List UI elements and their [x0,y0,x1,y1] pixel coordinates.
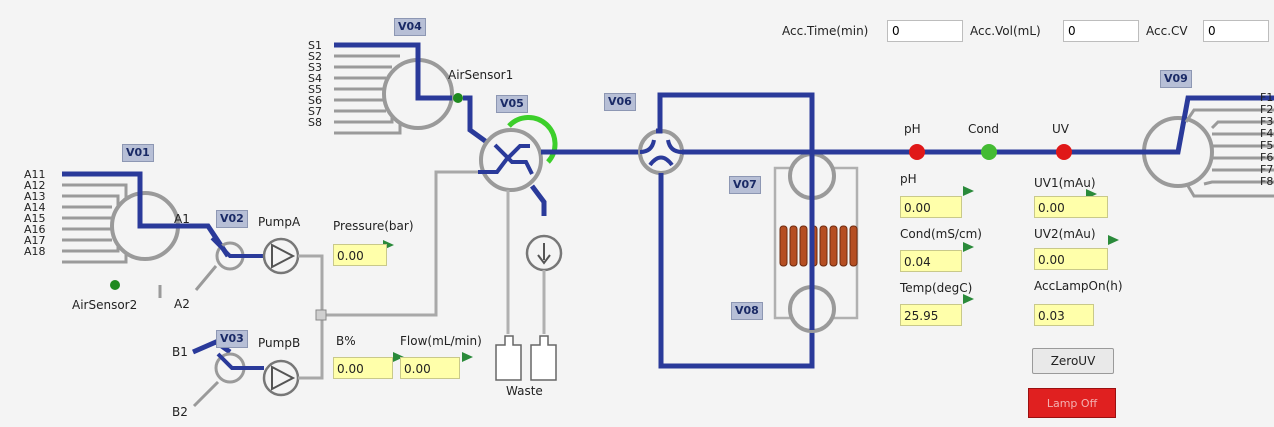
port-b1: B1 [172,345,188,359]
uv2-value: 0.00 [1034,248,1108,270]
acc-cv-label: Acc.CV [1146,24,1188,38]
valve-tag-v01[interactable]: V01 [122,144,154,162]
valve-v02[interactable] [178,223,264,291]
air-sensor-2-label: AirSensor2 [72,298,138,312]
zero-uv-button[interactable]: ZeroUV [1032,348,1114,374]
pump-a-label: PumpA [258,215,301,229]
ph-monitor-label: pH [904,122,921,136]
outlet-f2[interactable]: F2 [1260,103,1274,116]
port-a1: A1 [174,212,190,226]
column-bypass-v07-v08[interactable] [773,140,859,333]
b-percent-value: 0.00 [333,357,393,379]
acc-vol-label: Acc.Vol(mL) [970,24,1041,38]
port-a2: A2 [174,297,190,311]
waste-pump[interactable] [525,234,563,334]
sample-valve-v04[interactable] [334,42,454,135]
inlet-s7[interactable]: S7 [308,105,322,118]
valve-tag-v05[interactable]: V05 [496,95,528,113]
outlet-f3[interactable]: F3 [1260,115,1274,128]
uv2-label: UV2(mAu) [1034,227,1096,241]
uv1-value: 0.00 [1034,196,1108,218]
temp-reading-value: 25.95 [900,304,962,326]
uv-monitor-label: UV [1052,122,1069,136]
inlet-a17[interactable]: A17 [24,234,46,247]
uv-indicator [1056,144,1072,160]
air-sensor-2-indicator [110,280,120,290]
valve-tag-v08[interactable]: V08 [731,302,763,320]
flow-label: Flow(mL/min) [400,334,482,348]
cond-monitor-label: Cond [968,122,999,136]
ph-indicator [909,144,925,160]
cond-reading-value: 0.04 [900,250,962,272]
pump-a[interactable] [262,237,300,275]
inlet-s5[interactable]: S5 [308,83,322,96]
flow-value[interactable]: 0.00 [400,357,460,379]
ph-reading-value: 0.00 [900,196,962,218]
lamp-off-button[interactable]: Lamp Off [1028,388,1116,418]
inlet-s4[interactable]: S4 [308,72,322,85]
acc-vol-field[interactable] [1063,20,1139,42]
temp-reading-label: Temp(degC) [900,281,973,295]
pump-b[interactable] [262,359,300,397]
inlet-s8[interactable]: S8 [308,116,322,129]
valve-v03[interactable] [192,339,264,408]
pressure-value: 0.00 [333,244,387,266]
outlet-f4[interactable]: F4 [1260,127,1274,140]
ph-reading-label: pH [900,172,917,186]
inlet-s2[interactable]: S2 [308,50,322,63]
b-percent-label: B% [336,334,356,348]
inlet-valve-a[interactable] [62,171,180,264]
injection-valve-v05[interactable] [478,114,610,334]
valve-tag-v09[interactable]: V09 [1160,70,1192,88]
acc-time-field[interactable] [887,20,963,42]
outlet-f1[interactable]: F1 [1260,91,1274,104]
outlet-f7[interactable]: F7 [1260,163,1274,176]
inlet-a14[interactable]: A14 [24,201,46,214]
valve-tag-v04[interactable]: V04 [394,18,426,36]
outlet-f8[interactable]: F8 [1260,175,1274,188]
inlet-a12[interactable]: A12 [24,179,46,192]
acc-cv-field[interactable] [1203,20,1269,42]
pressure-label: Pressure(bar) [333,219,414,233]
inlet-a18[interactable]: A18 [24,245,46,258]
valve-tag-v06[interactable]: V06 [604,93,636,111]
inlet-s6[interactable]: S6 [308,94,322,107]
valve-tag-v03[interactable]: V03 [216,330,248,348]
lamp-hours-value: 0.03 [1034,304,1094,326]
valve-tag-v02[interactable]: V02 [216,210,248,228]
outlet-valve-v09[interactable] [1138,95,1274,198]
valve-tag-v07[interactable]: V07 [729,176,761,194]
outlet-f6[interactable]: F6 [1260,151,1274,164]
air-sensor-1-label: AirSensor1 [448,68,514,82]
inlet-s1[interactable]: S1 [308,39,322,52]
acc-time-label: Acc.Time(min) [782,24,869,38]
cond-reading-label: Cond(mS/cm) [900,227,982,241]
inlet-a13[interactable]: A13 [24,190,46,203]
inlet-a16[interactable]: A16 [24,223,46,236]
pump-b-label: PumpB [258,336,301,350]
air-sensor-1-indicator [453,93,463,103]
cond-indicator [981,144,997,160]
inlet-a15[interactable]: A15 [24,212,46,225]
outlet-f5[interactable]: F5 [1260,139,1274,152]
uv1-label: UV1(mAu) [1034,176,1096,190]
inlet-a11[interactable]: A11 [24,168,46,181]
port-b2: B2 [172,405,188,419]
mixer-junction [315,309,327,321]
waste-label: Waste [506,384,543,398]
column-valve-v06[interactable] [638,92,815,369]
lamp-hours-label: AccLampOn(h) [1034,279,1123,293]
waste-bottles [495,335,557,381]
reading-arrows [383,186,1119,362]
inlet-s3[interactable]: S3 [308,61,322,74]
